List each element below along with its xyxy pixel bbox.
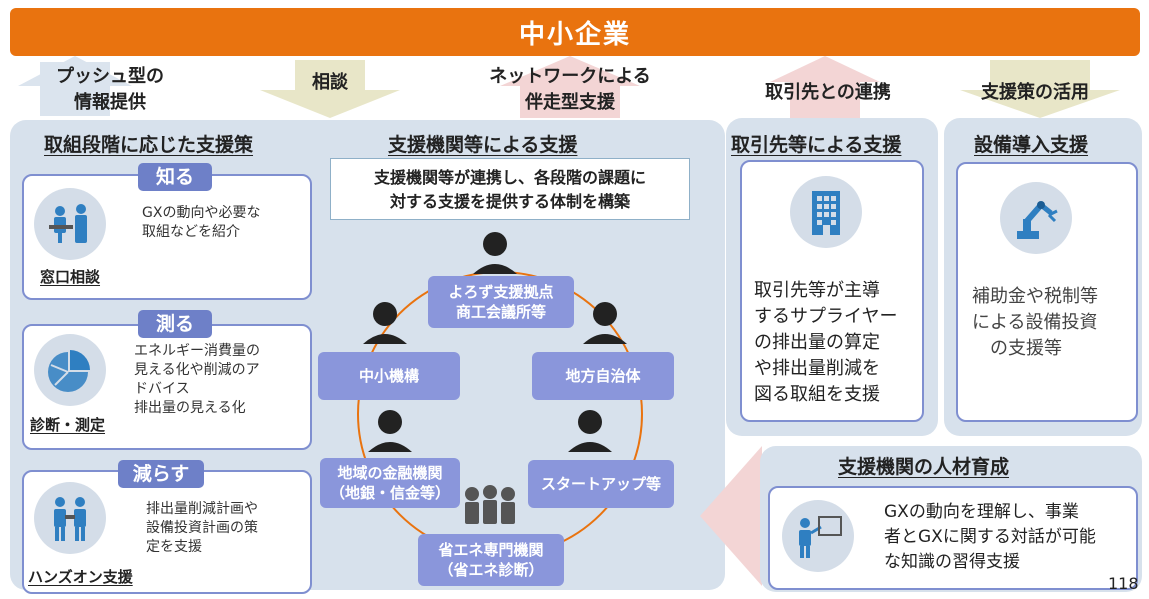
page-number: 118 xyxy=(1108,574,1139,593)
org-support-title: 支援機関等による支援 xyxy=(388,134,578,156)
partner-text-5: 図る取組を支援 xyxy=(754,384,880,405)
card-reduce-text-2: 設備投資計画の策 xyxy=(146,520,258,536)
node-energy-line1: 省エネ専門機関 xyxy=(438,541,544,559)
consult-down-arrow xyxy=(260,60,400,118)
network-label: ネットワークによる 伴走型支援 xyxy=(480,64,660,116)
node-local-gov: 地方自治体 xyxy=(532,352,674,400)
card-measure-text-4: 排出量の見える化 xyxy=(134,400,246,416)
stage-support-title: 取組段階に応じた支援策 xyxy=(44,134,254,156)
building-icon xyxy=(790,176,862,248)
node-energy-line2: （省エネ診断） xyxy=(438,561,544,579)
pie-chart-icon xyxy=(34,334,106,406)
person-icon-lower-left xyxy=(368,410,412,452)
card-know-label: 窓口相談 xyxy=(40,268,101,286)
card-reduce-text-1: 排出量削減計画や xyxy=(146,501,258,517)
counter-consultation-icon xyxy=(34,188,106,260)
card-know-text-1: GXの動向や必要な xyxy=(142,205,261,221)
card-measure-text-3: ドバイス xyxy=(134,381,190,397)
person-icon-top xyxy=(473,232,517,274)
partner-up-arrow xyxy=(790,80,860,118)
equipment-text-3: の支援等 xyxy=(990,338,1062,359)
hr-text-2: 者とGXに関する対話が可能 xyxy=(884,527,1096,547)
node-energy: 省エネ専門機関 （省エネ診断） xyxy=(418,534,564,586)
partner-label: 取引先との連携 xyxy=(765,82,891,103)
partner-text: 取引先等が主導 するサプライヤー の排出量の算定 や排出量削減を 図る取組を支援 xyxy=(754,278,914,408)
equipment-text-2: による設備投資 xyxy=(972,312,1098,333)
card-reduce-label: ハンズオン支援 xyxy=(28,568,133,586)
card-know-text-2: 取組などを紹介 xyxy=(142,224,240,240)
badge-measure: 測る xyxy=(138,310,212,338)
org-subtitle-line2: 対する支援を提供する体制を構築 xyxy=(389,192,630,211)
flow-arrows xyxy=(18,56,1120,118)
equipment-text-1: 補助金や税制等 xyxy=(972,286,1098,307)
badge-reduce: 減らす xyxy=(118,460,204,488)
push-label-line2: 情報提供 xyxy=(74,92,146,113)
partner-support-title: 取引先等による支援 xyxy=(731,134,902,156)
hr-text-3: な知識の習得支援 xyxy=(884,552,1020,572)
card-reduce-text: 排出量削減計画や 設備投資計画の策 定を支援 xyxy=(146,500,306,557)
org-subtitle-line1: 支援機関等が連携し、各段階の課題に xyxy=(373,168,646,187)
network-label-line1: ネットワークによる xyxy=(489,66,651,87)
card-measure-text: エネルギー消費量の 見える化や削減のア ドバイス 排出量の見える化 xyxy=(134,342,304,418)
person-icon-upper-right xyxy=(583,302,627,344)
node-smrj: 中小機構 xyxy=(318,352,460,400)
person-icon-lower-right xyxy=(568,410,612,452)
network-up-arrow xyxy=(520,82,620,118)
card-reduce-text-3: 定を支援 xyxy=(146,539,202,555)
card-measure-text-1: エネルギー消費量の xyxy=(134,343,260,359)
hr-text: GXの動向を理解し、事業 者とGXに関する対話が可能 な知識の習得支援 xyxy=(884,500,1134,575)
node-finance-line1: 地域の金融機関 xyxy=(337,464,443,482)
handshake-icon xyxy=(34,482,106,554)
header-title: 中小企業 xyxy=(518,19,631,50)
card-measure-label: 診断・測定 xyxy=(30,416,106,434)
node-finance-line2: （地銀・信金等） xyxy=(329,484,450,502)
node-yorozu-line2: 商工会議所等 xyxy=(455,303,546,321)
left-arrow xyxy=(700,446,762,586)
node-finance: 地域の金融機関 （地銀・信金等） xyxy=(320,458,460,508)
presenter-icon xyxy=(782,500,854,572)
partner-text-3: の排出量の算定 xyxy=(754,332,880,353)
utilize-down-arrow xyxy=(960,60,1120,118)
partner-text-2: するサプライヤー xyxy=(754,306,898,327)
network-label-line2: 伴走型支援 xyxy=(525,92,615,113)
node-yorozu: よろず支援拠点 商工会議所等 xyxy=(428,276,574,328)
push-label-line1: プッシュ型の xyxy=(56,66,164,87)
hr-title: 支援機関の人材育成 xyxy=(838,456,1010,478)
node-startup: スタートアップ等 xyxy=(528,460,674,508)
push-label: プッシュ型の 情報提供 xyxy=(40,64,180,116)
hr-text-1: GXの動向を理解し、事業 xyxy=(884,502,1079,522)
consult-label: 相談 xyxy=(312,72,348,93)
card-measure-text-2: 見える化や削減のア xyxy=(134,362,260,378)
equipment-support-title: 設備導入支援 xyxy=(974,134,1089,156)
partner-text-4: や排出量削減を xyxy=(754,358,880,379)
badge-know: 知る xyxy=(138,163,212,191)
card-know-text: GXの動向や必要な 取組などを紹介 xyxy=(142,204,302,242)
robot-arm-icon xyxy=(1000,182,1072,254)
node-yorozu-line1: よろず支援拠点 xyxy=(448,283,554,301)
utilize-label: 支援策の活用 xyxy=(981,82,1089,103)
equipment-text: 補助金や税制等 による設備投資 の支援等 xyxy=(972,284,1132,362)
person-icon-upper-left xyxy=(363,302,407,344)
partner-text-1: 取引先等が主導 xyxy=(754,280,880,301)
group-icon-bottom xyxy=(465,485,515,524)
header-bar: 中小企業 xyxy=(10,8,1140,56)
org-support-subtitle: 支援機関等が連携し、各段階の課題に 対する支援を提供する体制を構築 xyxy=(330,158,690,220)
